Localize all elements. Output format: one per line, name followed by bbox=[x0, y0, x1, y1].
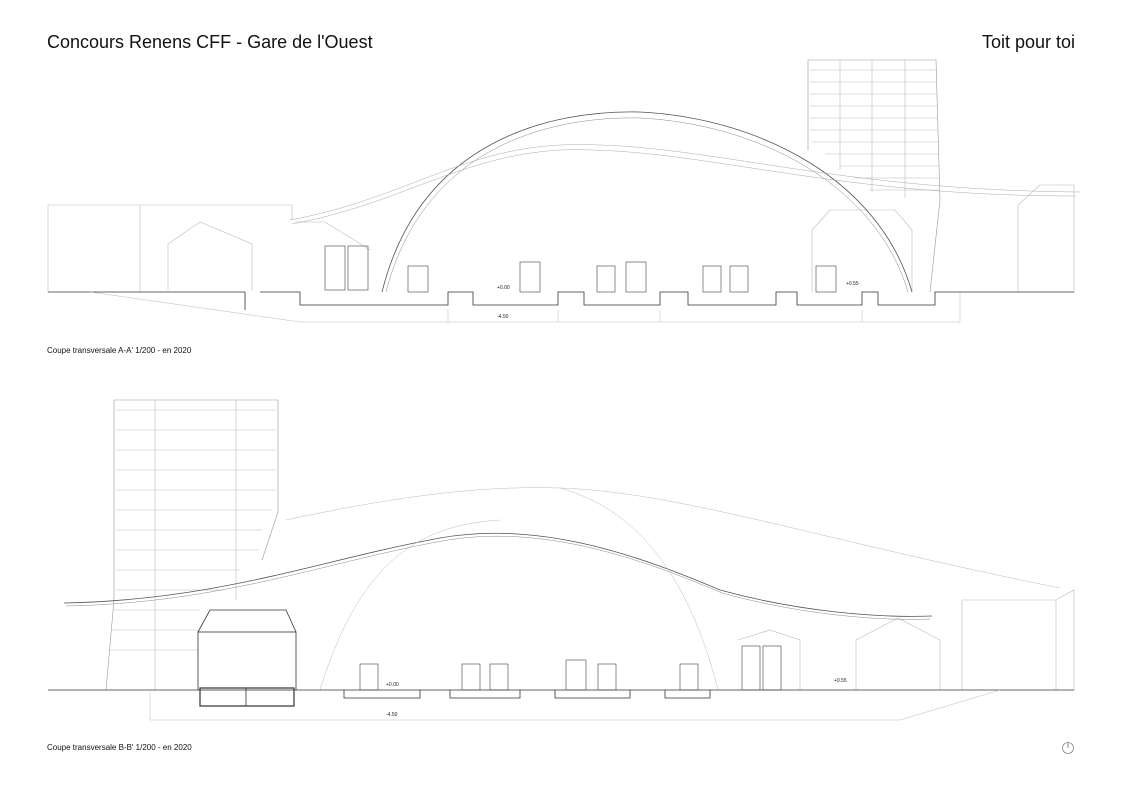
ground-line bbox=[48, 291, 1074, 310]
section-a-caption: Coupe transversale A-A' 1/200 - en 2020 bbox=[47, 346, 192, 355]
level-upper-b: +0.55 bbox=[834, 678, 847, 684]
level-underpass-b: -4.50 bbox=[386, 712, 398, 718]
level-platform-a: +0.00 bbox=[497, 285, 510, 291]
north-arrow-icon bbox=[1062, 742, 1074, 754]
trains bbox=[324, 245, 837, 293]
level-platform-b: +0.00 bbox=[386, 682, 399, 688]
tower-right bbox=[807, 59, 941, 293]
canopy-b bbox=[63, 532, 933, 620]
trains-b bbox=[359, 645, 782, 691]
project-name: Toit pour toi bbox=[981, 32, 1075, 52]
station-building bbox=[197, 609, 297, 707]
arch-canopy bbox=[381, 111, 913, 293]
section-b-drawing: +0.00 +0.55 -4.50 bbox=[48, 399, 1075, 721]
section-b-caption: Coupe transversale B-B' 1/200 - en 2020 bbox=[47, 743, 192, 752]
section-a-drawing: +0.00 +0.55 -4.50 bbox=[47, 59, 1081, 323]
ground-line-b bbox=[48, 689, 1074, 699]
tower-left bbox=[105, 399, 279, 691]
level-underpass-a: -4.50 bbox=[497, 314, 509, 320]
drawing-title: Concours Renens CFF - Gare de l'Ouest bbox=[47, 32, 373, 52]
level-upper-a: +0.55 bbox=[846, 281, 859, 287]
